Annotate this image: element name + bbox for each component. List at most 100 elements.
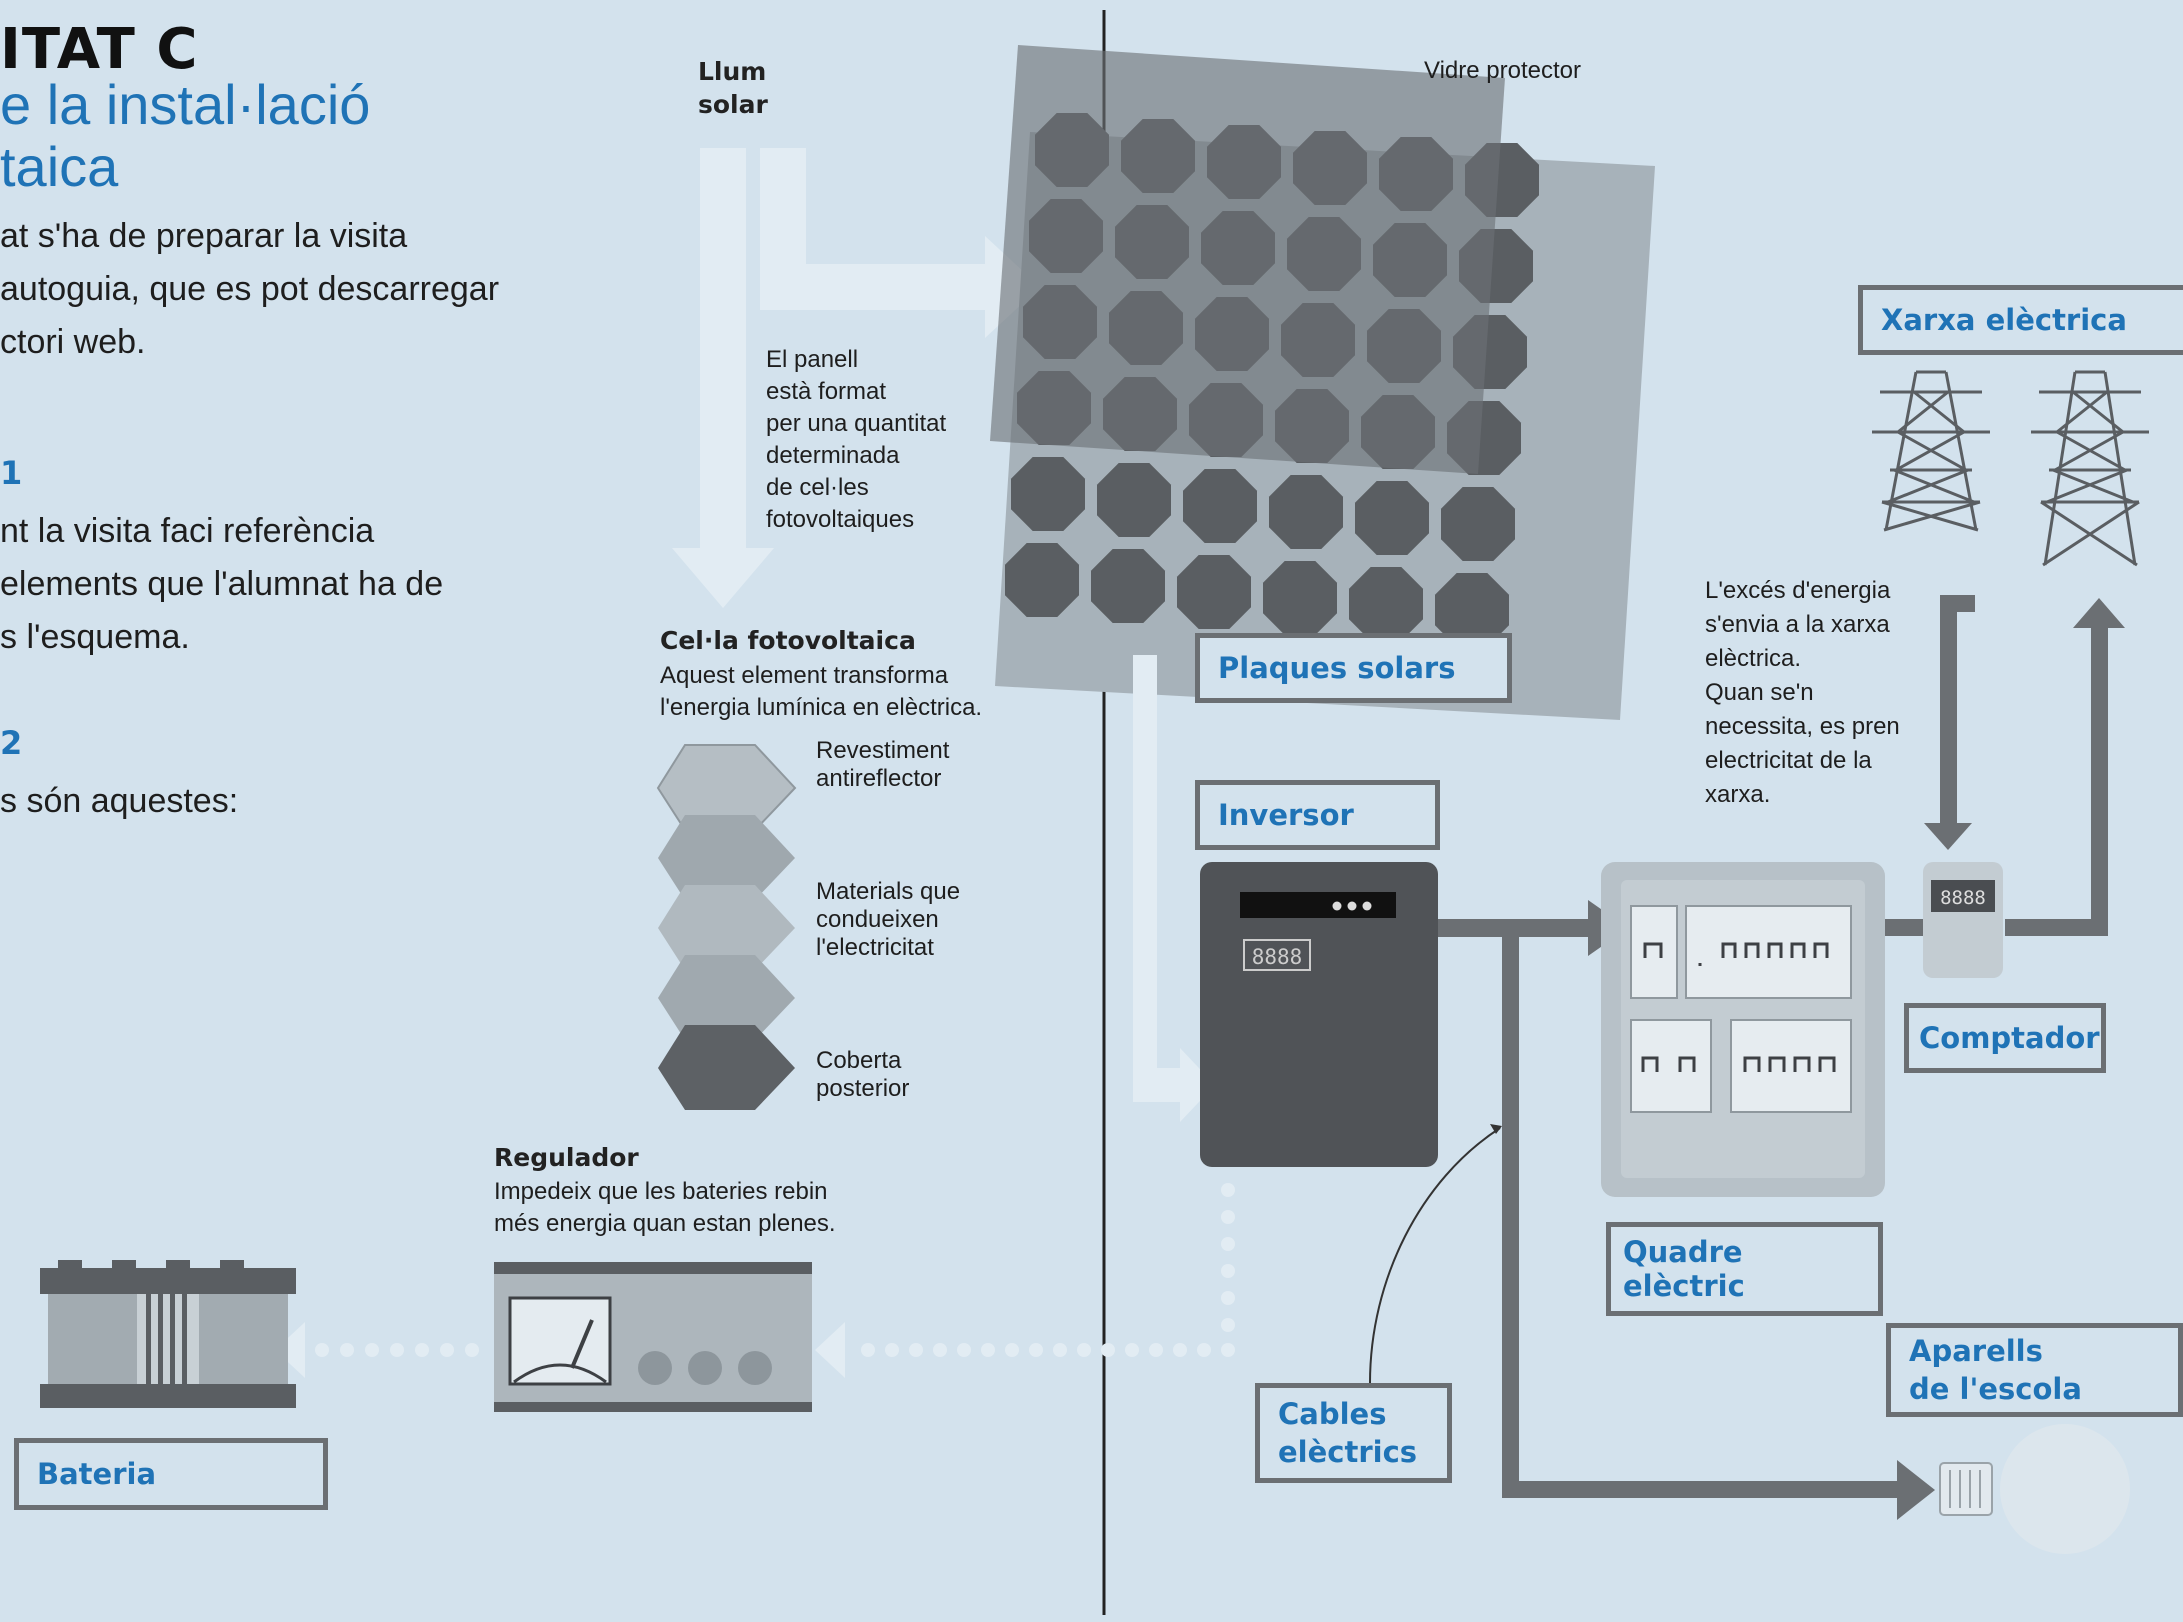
panel-note-line: per una quantitat [766,410,947,437]
connection-dot [1221,1343,1235,1357]
connection-dot [1005,1343,1019,1357]
activity-2-line: s són aquestes: [0,782,239,820]
layer-label-back: Coberta posterior [816,1047,909,1103]
solar-cell [1005,543,1079,617]
page-title: ITAT C [0,17,198,82]
intro-text: at s'ha de preparar la visita autoguia, … [0,210,499,369]
layer-line: condueixen [816,906,939,933]
connection-dot [1053,1343,1067,1357]
grid-note-line: xarxa. [1705,781,1771,808]
solar-cell [1177,555,1251,629]
subtitle-line: taica [0,135,119,198]
activity-1-label: 1 [0,454,23,492]
sunlight-label: Llum solar [698,55,768,121]
connection-dot [465,1343,479,1357]
connection-dot [315,1343,329,1357]
grid-note-line: Quan se'n [1705,679,1814,706]
solar-cell [1441,487,1515,561]
label-text: Bateria [37,1457,157,1491]
connection-dot [981,1343,995,1357]
intro-line: autoguia, que es pot descarregar [0,270,500,308]
connection-dot [1221,1264,1235,1278]
battery-device [40,1260,296,1408]
regulator-title: Regulador [494,1143,639,1172]
label-inverter: Inversor [1195,780,1440,850]
label-text: Plaques solars [1218,651,1456,685]
label-power-grid: Xarxa elèctrica [1858,285,2183,355]
label-text: Xarxa elèctrica [1881,303,2127,337]
solar-cell [1183,469,1257,543]
connection-dot [1221,1210,1235,1224]
grid-note-line: L'excés d'energia [1705,577,1891,604]
label-text: Quadre elèctric [1623,1235,1745,1303]
solar-cell [1355,481,1429,555]
activity-1-line: elements que l'alumnat ha de [0,565,444,603]
light-bulb-icon [1939,1424,2130,1554]
grid-note-line: necessita, es pren [1705,713,1900,740]
cables-pointer [1369,1127,1501,1384]
connection-dot [1221,1291,1235,1305]
connection-dot [365,1343,379,1357]
inverter-display: 8888 [1252,945,1303,969]
connection-dot [440,1343,454,1357]
connection-dot [957,1343,971,1357]
connection-dot [861,1343,875,1357]
subtitle-line: e la instal·lació [0,73,371,136]
connection-dot [415,1343,429,1357]
label-text: de l'escola [1909,1372,2082,1406]
solar-panel [990,45,1655,720]
panel-note-line: fotovoltaiques [766,506,915,533]
pylon-icon [1872,370,1990,532]
solar-cell [1263,561,1337,635]
inverter-device: 8888 [1200,862,1438,1167]
sunlight-line: solar [698,90,768,119]
label-solar-panels: Plaques solars [1195,633,1512,703]
layer-line: antireflector [816,765,942,792]
cell-layer-stack [656,744,797,1110]
connection-dot [885,1343,899,1357]
label-meter: Comptador [1904,1003,2106,1073]
regulator-device [494,1262,812,1412]
connection-dot [1221,1237,1235,1251]
connection-dot [1221,1318,1235,1332]
dotted-connections [315,1183,1235,1357]
label-text: Cables [1278,1397,1387,1431]
dot-arrow-head [275,1322,305,1378]
label-text: Inversor [1218,798,1354,832]
grid-note-line: electricitat de la [1705,747,1872,774]
panel-note-line: El panell [766,346,859,373]
layer-line: l'electricitat [816,934,934,961]
panel-note: El panell està format per una quantitat … [766,344,946,536]
page-subtitle: e la instal·lació taica [0,74,370,198]
cell-desc-line: l'energia lumínica en elèctrica. [660,694,983,721]
grid-note-line: elèctrica. [1705,645,1802,672]
connection-dot [390,1343,404,1357]
solar-cell [1011,457,1085,531]
regulator-desc-line: Impedeix que les bateries rebin [494,1178,828,1205]
label-text: elèctrics [1278,1435,1418,1469]
connection-dot [340,1343,354,1357]
electric-panel [1601,862,1885,1197]
connection-dot [1197,1343,1211,1357]
glass-label: Vidre protector [1424,57,1581,84]
cell-title: Cel·la fotovoltaica [660,626,916,655]
meter-display: 8888 [1940,887,1986,909]
dot-arrow-head [815,1322,845,1378]
panel-note-line: està format [766,378,887,405]
label-electric-panel: Quadre elèctric [1606,1222,1883,1316]
label-text: Comptador [1919,1021,2100,1055]
layer-label-conductors: Materials que condueixen l'electricitat [816,878,960,962]
activity-2-text: s són aquestes: [0,775,238,828]
solar-cell [1349,567,1423,641]
connection-dot [933,1343,947,1357]
layer-line: Revestiment [816,737,950,764]
panel-to-inverter-arrow [1133,655,1215,1122]
layer-line: Coberta [816,1047,902,1074]
grid-note-line: s'envia a la xarxa [1705,611,1890,638]
protective-glass [990,45,1505,474]
connection-dot [1029,1343,1043,1357]
activity-2-label: 2 [0,724,23,762]
activity-1-text: nt la visita faci referència elements qu… [0,505,443,664]
